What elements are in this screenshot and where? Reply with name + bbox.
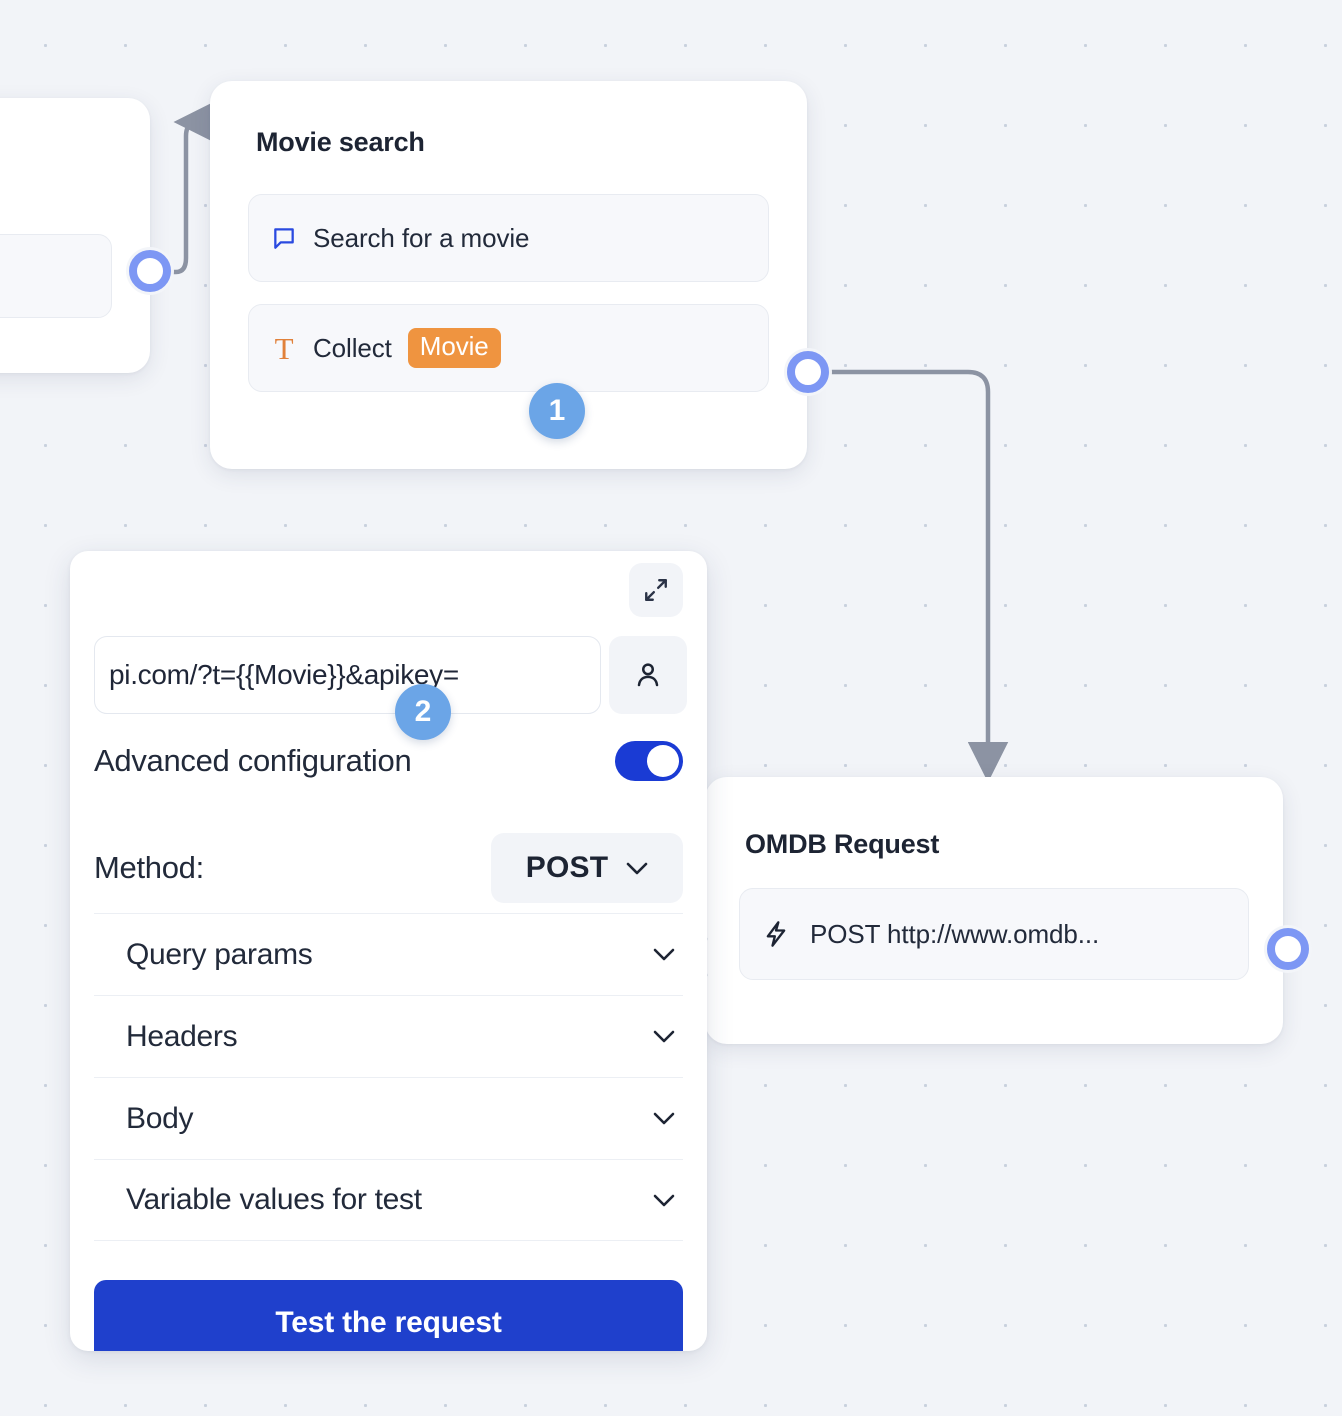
request-sections-accordion: Query params Headers Body [94,913,683,1241]
speech-bubble-icon [271,225,297,251]
chevron-down-icon [626,862,648,875]
advanced-configuration-label: Advanced configuration [94,743,412,778]
connector-left-to-movie-search [169,101,214,275]
lightning-bolt-icon [762,920,790,948]
chevron-down-icon [653,948,675,961]
node-row-search-for-a-movie[interactable]: Search for a movie [248,194,769,282]
node-movie-search-title: Movie search [256,127,425,157]
text-t-icon: T [274,330,294,366]
accordion-item-body[interactable]: Body [94,1077,683,1159]
node-row-label: Collect [313,332,392,363]
test-the-request-button[interactable]: Test the request [94,1280,683,1351]
chevron-down-icon [653,1112,675,1125]
accordion-label: Query params [126,937,313,971]
advanced-configuration-row: Advanced configuration [94,741,683,781]
node-omdb-request-title: OMDB Request [745,829,940,859]
variable-chip-movie[interactable]: Movie [407,328,501,368]
expand-diagonal-icon [643,577,669,603]
request-url-input[interactable] [94,636,601,714]
node-row-post-request[interactable]: POST http://www.omdb... [739,888,1249,980]
node-partial-left[interactable] [0,98,150,373]
method-selected-value: POST [525,851,609,884]
port-output-omdb-request[interactable] [1264,925,1312,973]
connector-movie-search-to-omdb [825,369,1009,783]
chevron-down-icon [653,1194,675,1207]
expand-panel-button[interactable] [629,563,683,617]
port-output-movie-search[interactable] [784,348,832,396]
accordion-label: Body [126,1101,194,1135]
accordion-item-variable-values-for-test[interactable]: Variable values for test [94,1159,683,1241]
node-row-label: POST http://www.omdb... [810,918,1100,949]
node-movie-search[interactable]: Movie search Search for a movie T Collec… [210,81,807,469]
method-select[interactable]: POST [491,833,683,903]
step-badge-1: 1 [529,383,585,439]
port-output-partial-node[interactable] [126,247,174,295]
node-row-label: Search for a movie [313,222,530,253]
accordion-item-query-params[interactable]: Query params [94,913,683,995]
chevron-down-icon [653,1030,675,1043]
node-row-collect-movie[interactable]: T Collect Movie [248,304,769,392]
request-config-panel[interactable]: Advanced configuration Method: POST Quer… [70,551,707,1351]
step-badge-2: 2 [395,684,451,740]
node-omdb-request[interactable]: OMDB Request POST http://www.omdb... [694,777,1283,1044]
method-row: Method: POST [94,833,683,903]
advanced-configuration-toggle[interactable] [615,741,683,781]
accordion-label: Variable values for test [126,1183,422,1216]
person-icon [633,660,663,690]
url-auth-user-button[interactable] [609,636,687,714]
method-label: Method: [94,850,204,885]
accordion-label: Headers [126,1019,238,1053]
url-row [94,636,687,714]
node-partial-row[interactable] [0,234,112,318]
accordion-item-headers[interactable]: Headers [94,995,683,1077]
